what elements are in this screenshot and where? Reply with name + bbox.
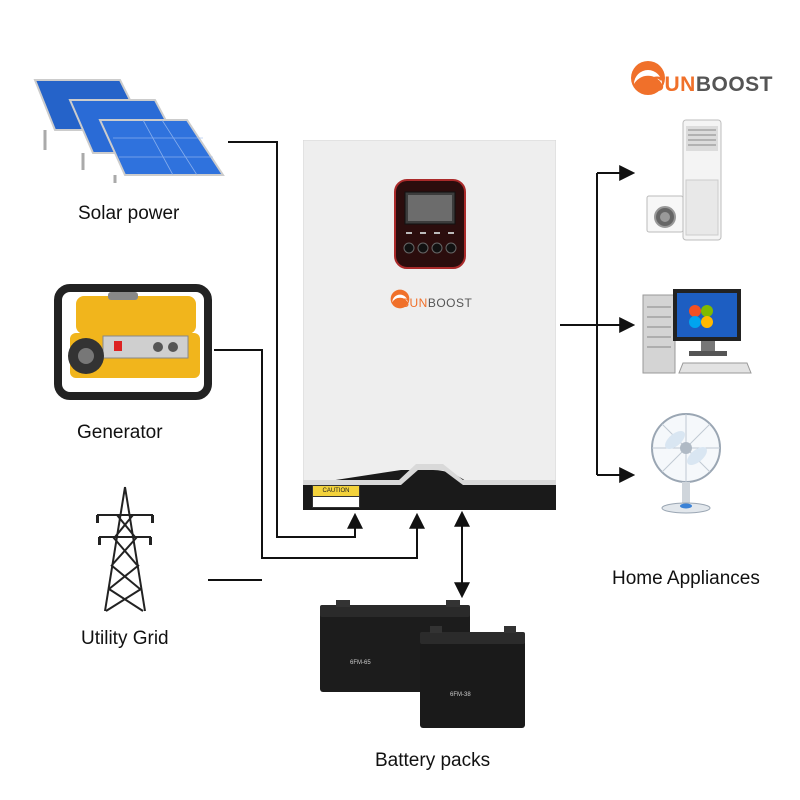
inverter-body (303, 140, 556, 510)
generator-wire (214, 349, 425, 559)
logo-boost-text: BOOST (695, 73, 774, 96)
battery-packs-label: Battery packs (375, 750, 491, 771)
inverter-logo-boost: BOOST (427, 296, 473, 310)
sun-logo-icon (631, 61, 665, 95)
brand-logo-top: SUNBOOST (628, 58, 773, 98)
sun-logo-icon-small (390, 289, 410, 309)
electric-fan-icon (651, 413, 721, 514)
inverter-logo: SUNBOOST (389, 288, 472, 310)
logo-sun-text: SUN (650, 73, 696, 96)
air-conditioner-icon (646, 119, 722, 241)
utility-grid-label: Utility Grid (81, 628, 169, 649)
hybrid-inverter: SUNBOOST CAUTION (303, 140, 556, 510)
battery-model-large: 6FM-65 (350, 660, 371, 666)
solar-power-label: Solar power (78, 203, 180, 224)
washing-machine-icon (646, 195, 684, 233)
battery-model-small: 6FM-38 (450, 692, 471, 698)
generator-label: Generator (77, 422, 163, 443)
generator-icon (54, 284, 212, 400)
solar-panel-icon (33, 79, 225, 183)
home-appliances-label: Home Appliances (612, 568, 760, 589)
inverter-logo-sun: SUN (401, 296, 428, 310)
transmission-tower-icon (96, 486, 154, 612)
desktop-computer-icon (642, 289, 752, 374)
solar-wire (228, 141, 363, 538)
battery-icon (320, 600, 525, 728)
caution-sticker-body (312, 496, 360, 508)
